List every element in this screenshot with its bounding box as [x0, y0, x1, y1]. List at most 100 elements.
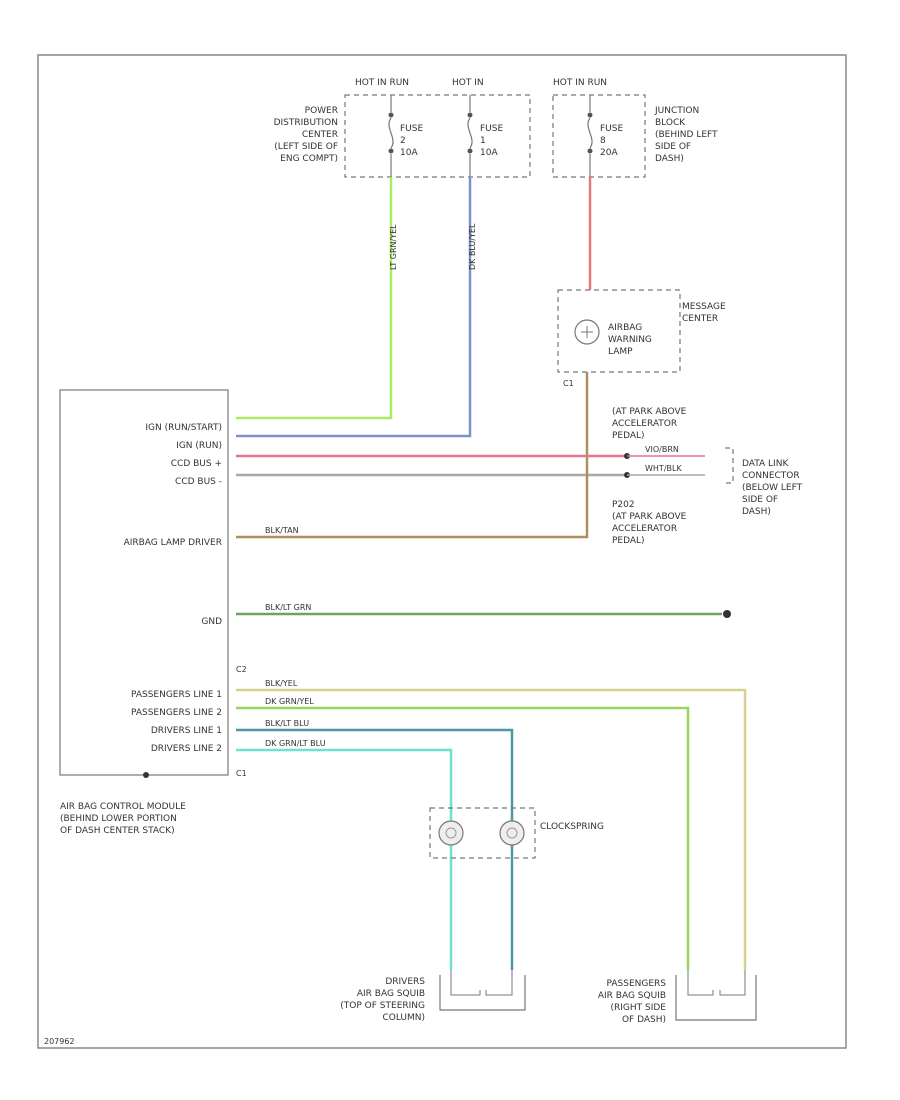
svg-text:(AT PARK ABOVE: (AT PARK ABOVE	[612, 407, 687, 417]
svg-text:POWER: POWER	[305, 106, 338, 116]
svg-text:IGN (RUN/START): IGN (RUN/START)	[145, 423, 222, 433]
pdc-hot-label-1: HOT IN RUN	[355, 78, 409, 88]
svg-text:DASH): DASH)	[742, 507, 771, 517]
svg-text:COLUMN): COLUMN)	[382, 1013, 425, 1023]
svg-text:2: 2	[400, 136, 406, 146]
svg-text:AIRBAG: AIRBAG	[608, 323, 642, 333]
svg-text:CENTER: CENTER	[682, 314, 718, 324]
wire-label-wht-blk-dlc: WHT/BLK	[645, 464, 682, 473]
svg-text:P202: P202	[612, 500, 635, 510]
driver-squib-bracket	[439, 975, 526, 1011]
svg-text:AIR BAG CONTROL MODULE: AIR BAG CONTROL MODULE	[60, 802, 186, 812]
wire-label-dk-blu-yel-vertical: DK BLU/YEL	[468, 223, 477, 270]
svg-text:GND: GND	[201, 617, 222, 627]
svg-text:(BELOW LEFT: (BELOW LEFT	[742, 483, 803, 493]
svg-text:PASSENGERS LINE 1: PASSENGERS LINE 1	[131, 690, 222, 700]
fuse-8: FUSE 8 20A	[587, 95, 623, 177]
wire-passenger-line-2	[236, 706, 690, 970]
svg-text:OF DASH): OF DASH)	[622, 1015, 666, 1025]
splice-top-label: (AT PARK ABOVE ACCELERATOR PEDAL)	[612, 407, 687, 441]
wire-driver-line-2	[236, 748, 453, 970]
dlc-bracket	[725, 447, 734, 484]
svg-text:1: 1	[480, 136, 486, 146]
svg-text:WARNING: WARNING	[608, 335, 652, 345]
wire-ign-run	[236, 177, 472, 438]
acm-connector-c2: C2	[236, 665, 247, 674]
acm-pin-labels: IGN (RUN/START) IGN (RUN) CCD BUS + CCD …	[124, 423, 223, 754]
wire-airbag-lamp-driver	[236, 372, 589, 539]
wire-label-blk-lt-blu: BLK/LT BLU	[265, 719, 309, 728]
fuse-2: FUSE 2 10A	[388, 95, 423, 177]
svg-text:(RIGHT SIDE: (RIGHT SIDE	[610, 1003, 666, 1013]
diagram-frame	[37, 54, 847, 1049]
splice-bottom-label: P202 (AT PARK ABOVE ACCELERATOR PEDAL)	[612, 500, 687, 546]
pdc-box	[344, 94, 531, 178]
svg-text:CENTER: CENTER	[302, 130, 338, 140]
wire-label-dk-grn-lt-blu: DK GRN/LT BLU	[265, 739, 326, 748]
svg-text:JUNCTION: JUNCTION	[654, 106, 699, 116]
svg-text:CCD BUS +: CCD BUS +	[171, 459, 222, 469]
wire-label-blk-lt-grn: BLK/LT GRN	[265, 603, 311, 612]
svg-text:10A: 10A	[400, 148, 418, 158]
svg-text:20A: 20A	[600, 148, 618, 158]
wire-label-lt-grn-yel-vertical: LT GRN/YEL	[389, 224, 398, 270]
wire-driver-line-1	[236, 728, 514, 970]
svg-text:SIDE OF: SIDE OF	[742, 495, 778, 505]
svg-text:DISTRIBUTION: DISTRIBUTION	[274, 118, 338, 128]
svg-text:FUSE: FUSE	[600, 124, 623, 134]
svg-text:10A: 10A	[480, 148, 498, 158]
svg-text:AIR BAG SQUIB: AIR BAG SQUIB	[598, 991, 666, 1001]
svg-text:FUSE: FUSE	[480, 124, 503, 134]
svg-text:FUSE: FUSE	[400, 124, 423, 134]
svg-text:DASH): DASH)	[655, 154, 684, 164]
svg-text:ACCELERATOR: ACCELERATOR	[612, 419, 677, 429]
svg-text:DRIVERS LINE 1: DRIVERS LINE 1	[151, 726, 222, 736]
passenger-squib-bracket	[675, 975, 757, 1021]
pdc-hot-label-2: HOT IN	[452, 78, 484, 88]
message-center-box	[557, 289, 681, 373]
wire-passenger-line-1	[236, 688, 747, 970]
svg-text:(BEHIND LEFT: (BEHIND LEFT	[655, 130, 718, 140]
svg-text:(LEFT SIDE OF: (LEFT SIDE OF	[274, 142, 338, 152]
svg-text:ENG COMPT): ENG COMPT)	[280, 154, 338, 164]
message-center-connector: C1	[563, 379, 574, 388]
svg-text:DRIVERS LINE 2: DRIVERS LINE 2	[151, 744, 222, 754]
message-center-label: MESSAGE CENTER	[682, 302, 726, 324]
svg-text:DRIVERS: DRIVERS	[385, 977, 425, 987]
jb-hot-label: HOT IN RUN	[553, 78, 607, 88]
diagram-code: 207962	[44, 1037, 75, 1046]
svg-text:DATA LINK: DATA LINK	[742, 459, 789, 469]
svg-text:8: 8	[600, 136, 606, 146]
wire-label-dk-grn-yel: DK GRN/YEL	[265, 697, 314, 706]
airbag-warning-lamp-label: AIRBAG WARNING LAMP	[608, 323, 652, 357]
junction-block-box	[552, 94, 646, 178]
passenger-squib-label: PASSENGERS AIR BAG SQUIB (RIGHT SIDE OF …	[598, 979, 666, 1025]
clockspring-box	[429, 807, 536, 859]
svg-text:IGN (RUN): IGN (RUN)	[176, 441, 222, 451]
clockspring-coil-icon-1	[438, 820, 464, 846]
wire-label-vio-brn-dlc: VIO/BRN	[645, 445, 679, 454]
svg-text:(TOP OF STEERING: (TOP OF STEERING	[340, 1001, 425, 1011]
clockspring-coil-icon-2	[499, 820, 525, 846]
driver-squib-label: DRIVERS AIR BAG SQUIB (TOP OF STEERING C…	[340, 977, 425, 1023]
dlc-label: DATA LINK CONNECTOR (BELOW LEFT SIDE OF …	[742, 459, 803, 517]
acm-description: AIR BAG CONTROL MODULE (BEHIND LOWER POR…	[60, 802, 186, 836]
clockspring-label: CLOCKSPRING	[540, 822, 604, 832]
svg-text:PEDAL): PEDAL)	[612, 431, 645, 441]
svg-text:BLOCK: BLOCK	[655, 118, 686, 128]
wire-label-blk-yel: BLK/YEL	[265, 679, 298, 688]
svg-text:MESSAGE: MESSAGE	[682, 302, 726, 312]
acm-connector-c1: C1	[236, 769, 247, 778]
svg-text:AIR BAG SQUIB: AIR BAG SQUIB	[357, 989, 425, 999]
svg-text:PEDAL): PEDAL)	[612, 536, 645, 546]
acm-ground-dot	[143, 772, 149, 778]
svg-text:LAMP: LAMP	[608, 347, 633, 357]
svg-text:(AT PARK ABOVE: (AT PARK ABOVE	[612, 512, 687, 522]
svg-text:PASSENGERS LINE 2: PASSENGERS LINE 2	[131, 708, 222, 718]
fuse-1: FUSE 1 10A	[467, 95, 503, 177]
jb-description: JUNCTION BLOCK (BEHIND LEFT SIDE OF DASH…	[654, 106, 718, 164]
svg-text:CONNECTOR: CONNECTOR	[742, 471, 800, 481]
svg-text:PASSENGERS: PASSENGERS	[607, 979, 667, 989]
pdc-description: POWER DISTRIBUTION CENTER (LEFT SIDE OF …	[274, 106, 338, 164]
ground-point-icon	[723, 610, 731, 618]
